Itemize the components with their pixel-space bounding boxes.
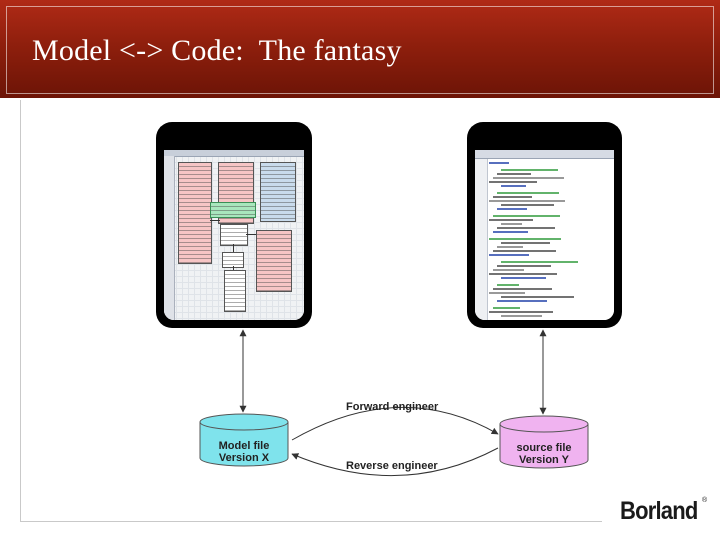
code-line [501,296,574,298]
source-file-label: source file Version Y [500,442,588,466]
code-line [497,227,555,229]
code-line [493,269,524,271]
code-line [501,223,522,225]
code-line [489,292,525,294]
model-file-version: Version X [218,452,270,464]
title-bar: Model <-> Code: The fantasy [0,0,720,98]
forward-engineer-label: Forward engineer [346,401,439,413]
uml-class-box [222,252,244,268]
source-file-database [499,415,589,469]
code-line [493,177,564,179]
source-file-version: Version Y [519,454,569,466]
uml-class-box [220,224,248,246]
reverse-engineer-arrow [291,447,499,477]
code-line [493,196,532,198]
code-line [501,204,554,206]
uml-class-box [224,270,246,312]
editor-tab-strip [475,150,614,159]
model-file-label: Model file Version X [200,440,288,464]
uml-note-box [210,202,256,218]
bottom-rule [20,521,602,522]
code-line [493,215,560,217]
title-frame [6,6,714,94]
code-line [497,265,551,267]
code-line [489,238,561,240]
code-line [501,242,550,244]
uml-tool-palette [164,156,175,320]
uml-class-box [260,162,296,222]
model-monitor [156,122,312,328]
code-line [493,307,520,309]
code-line [497,300,547,302]
uml-class-box [256,230,292,292]
source-monitor [467,122,622,328]
code-line [497,192,559,194]
code-line [501,169,558,171]
forward-engineer-arrow [291,407,499,441]
borland-logo: Borland [620,496,698,525]
code-line [501,315,542,317]
code-line [489,162,509,164]
model-file-database [199,413,289,467]
uml-association-line [246,234,256,235]
editor-gutter [475,159,488,320]
uml-diagram-screenshot [164,150,304,320]
code-line [489,254,529,256]
code-line [501,277,546,279]
code-line [497,208,527,210]
slide-title: Model <-> Code: The fantasy [32,34,402,67]
source-code-screenshot [475,150,614,320]
code-line [489,219,533,221]
code-line [489,200,565,202]
uml-association-line [233,244,234,252]
uml-association-line [210,220,220,221]
registered-mark: ® [702,497,708,504]
uml-toolbar [164,150,304,157]
left-rule [20,100,21,522]
code-line [501,261,578,263]
code-line [489,273,557,275]
code-line [497,246,523,248]
code-line [497,284,519,286]
code-line [493,288,552,290]
code-line [489,181,537,183]
code-line [493,231,528,233]
code-line [497,173,531,175]
uml-class-box [178,162,212,264]
model-file-name: Model file [218,440,270,452]
uml-association-line [233,266,234,270]
code-line [489,311,553,313]
reverse-engineer-label: Reverse engineer [346,460,438,472]
code-line [493,250,556,252]
source-file-name: source file [516,442,572,454]
code-line [501,185,526,187]
